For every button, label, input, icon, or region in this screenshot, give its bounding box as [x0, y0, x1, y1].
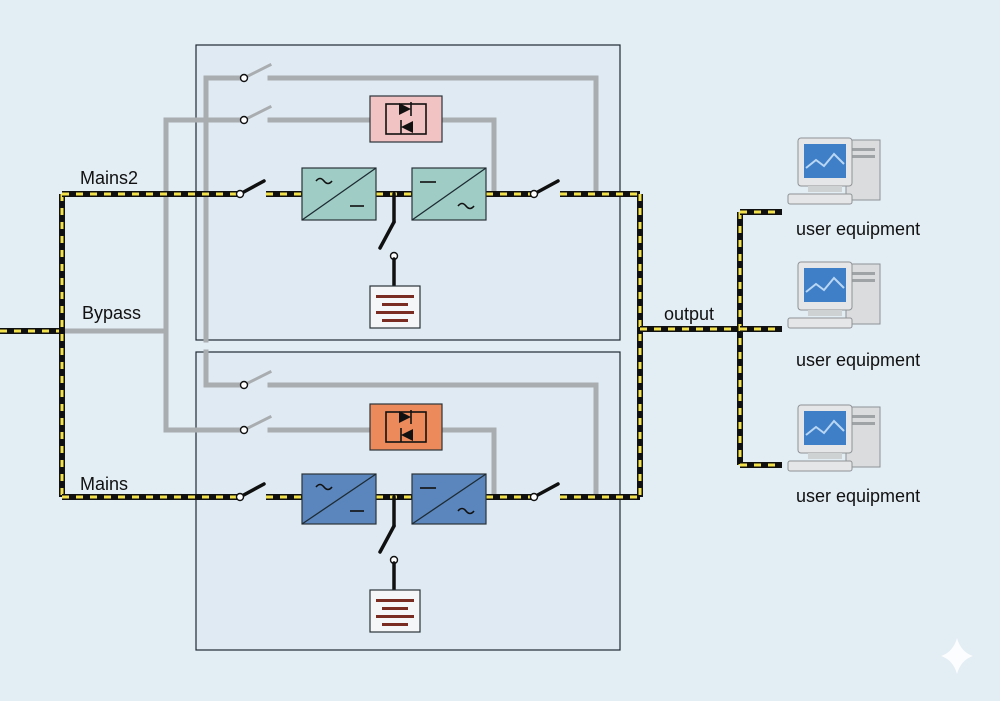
user-equipment-label: user equipment [796, 350, 920, 370]
output-label: output [664, 304, 714, 324]
computer-icon [787, 404, 881, 472]
computer-icon [787, 261, 881, 329]
sparkle-icon [941, 638, 973, 674]
mains2-label: Mains2 [80, 168, 138, 188]
mains-label: Mains [80, 474, 128, 494]
ups-unit-2-static-switch [369, 403, 443, 451]
ups-unit-2-battery [369, 495, 421, 633]
ups-unit-1-rectifier [301, 167, 377, 221]
user-equipment-label: user equipment [796, 486, 920, 506]
ups-unit-2-rectifier [301, 473, 377, 525]
computer-icon [787, 137, 881, 205]
bypass-label: Bypass [82, 303, 141, 323]
power-bus [0, 191, 782, 500]
bypass-switches [239, 62, 273, 435]
user-equipment-label: user equipment [796, 219, 920, 239]
power-switches [235, 179, 560, 502]
ups-unit-2-inverter [411, 473, 487, 525]
ups-unit-1-static-switch [369, 95, 443, 143]
ups-unit-1-inverter [411, 167, 487, 221]
ups-unit-1-battery [369, 192, 421, 329]
bypass-network [59, 75, 599, 500]
